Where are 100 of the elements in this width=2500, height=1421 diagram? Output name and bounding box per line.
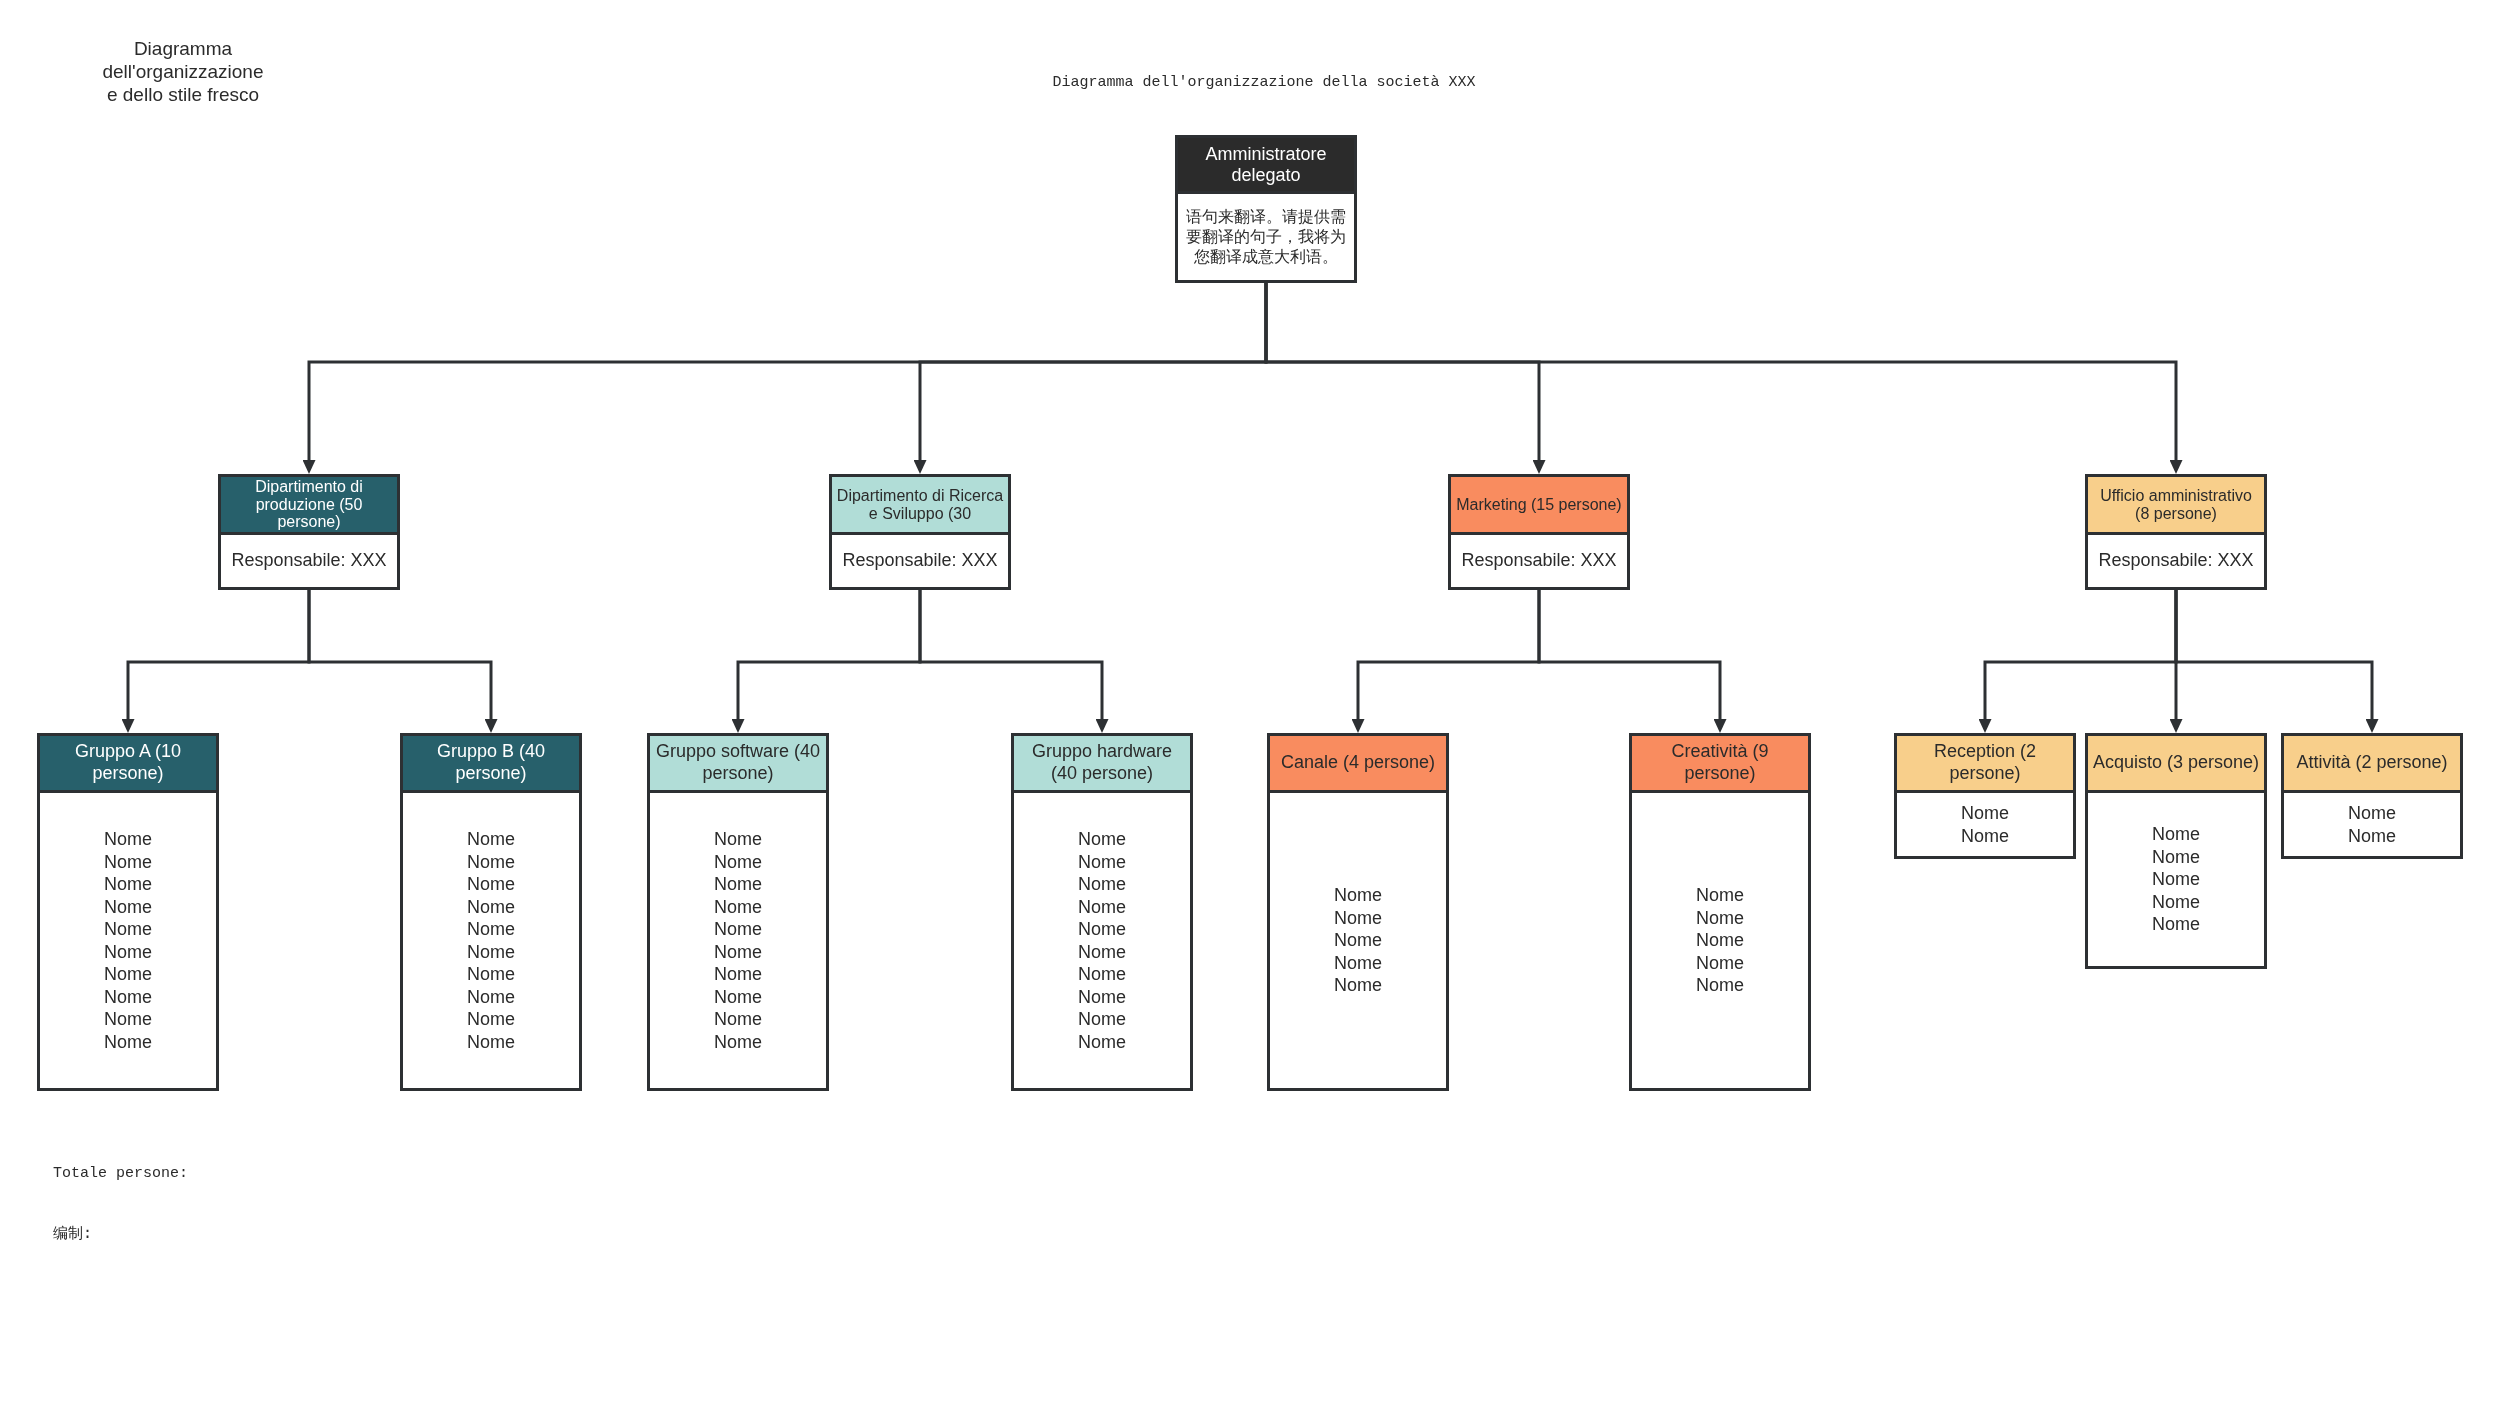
name-text: Nome bbox=[1334, 884, 1382, 907]
name-text: Nome bbox=[714, 918, 762, 941]
name-text: Nome bbox=[1334, 951, 1382, 975]
name-text: Nome bbox=[1078, 940, 1126, 963]
connector-arrow bbox=[1264, 283, 2183, 474]
name-text: Nome bbox=[1078, 963, 1126, 986]
connector-arrow bbox=[1537, 590, 1727, 733]
name-text: Nome bbox=[2152, 845, 2200, 869]
name-text: Nome bbox=[1696, 951, 1744, 975]
box-header: Gruppo A (10 persone) bbox=[40, 736, 216, 793]
name-text: Nome bbox=[104, 963, 152, 986]
name-text: Nome bbox=[1696, 884, 1744, 907]
name-text: Nome bbox=[2152, 868, 2200, 891]
box-header: Acquisto (3 persone) bbox=[2088, 736, 2264, 793]
name-text: Nome bbox=[104, 1008, 152, 1031]
name-text: Nome bbox=[467, 963, 515, 986]
team-box bbox=[1011, 733, 1193, 1091]
name-text: Nome bbox=[467, 1008, 515, 1031]
box-header: Gruppo B (40 persone) bbox=[403, 736, 579, 793]
name-text: Nome bbox=[1961, 802, 2009, 825]
name-text: Nome bbox=[467, 918, 515, 941]
department-box bbox=[218, 474, 400, 590]
name-text: Nome bbox=[1078, 895, 1126, 918]
name-text: Nome bbox=[714, 940, 762, 963]
name-text: Nome bbox=[104, 895, 152, 918]
box-header: Gruppo hardware (40 persone) bbox=[1014, 736, 1190, 793]
name-text: Nome bbox=[1334, 974, 1382, 997]
name-text: Nome bbox=[714, 1030, 762, 1053]
team-box bbox=[1629, 733, 1811, 1091]
name-text: Nome bbox=[714, 850, 762, 873]
name-text: Nome bbox=[1696, 974, 1744, 997]
total-label: Totale persone: bbox=[53, 1165, 189, 1182]
box-header: Amministratore delegato bbox=[1178, 138, 1354, 194]
box-header: Dipartimento di Ricerca e Sviluppo (30 bbox=[832, 477, 1008, 535]
box-header: Ufficio amministrativo (8 persone) bbox=[2088, 477, 2264, 535]
connector-arrow bbox=[307, 590, 498, 733]
name-text: Nome bbox=[467, 828, 515, 851]
connector-arrow bbox=[918, 590, 1109, 733]
team-box bbox=[1894, 733, 2076, 859]
name-text: Nome bbox=[1078, 985, 1126, 1008]
connector-arrow bbox=[2174, 590, 2379, 733]
team-box bbox=[400, 733, 582, 1091]
team-box bbox=[2085, 733, 2267, 969]
department-box bbox=[2085, 474, 2267, 590]
name-text: Nome bbox=[1078, 1008, 1126, 1031]
team-box bbox=[647, 733, 829, 1091]
name-text: Nome bbox=[2348, 802, 2396, 825]
name-text: Nome bbox=[714, 963, 762, 986]
name-text: Nome bbox=[104, 850, 152, 873]
manager-text: Responsabile: XXX bbox=[1461, 550, 1617, 572]
name-text: Nome bbox=[104, 940, 152, 963]
name-text: Nome bbox=[2152, 823, 2200, 846]
description-text: 语句来翻译。请提供需要翻译的句子，我将为您翻译成意大利语。 bbox=[1185, 207, 1347, 267]
name-text: Nome bbox=[1696, 906, 1744, 930]
box-header: Canale (4 persone) bbox=[1270, 736, 1446, 793]
name-text: Nome bbox=[714, 873, 762, 896]
name-text: Nome bbox=[714, 985, 762, 1008]
box-header: Marketing (15 persone) bbox=[1451, 477, 1627, 535]
name-text: Nome bbox=[1078, 850, 1126, 873]
name-text: Nome bbox=[2152, 913, 2200, 936]
box-header: Creatività (9 persone) bbox=[1632, 736, 1808, 793]
name-text: Nome bbox=[1334, 929, 1382, 952]
name-text: Nome bbox=[2348, 824, 2396, 847]
name-text: Nome bbox=[467, 850, 515, 873]
name-text: Nome bbox=[104, 918, 152, 941]
box-header: Gruppo software (40 persone) bbox=[650, 736, 826, 793]
name-text: Nome bbox=[1078, 1030, 1126, 1053]
box-header: Attività (2 persone) bbox=[2284, 736, 2460, 793]
manager-text: Responsabile: XXX bbox=[231, 550, 387, 572]
diagram-title: Diagramma dell'organizzazione della società XXX bbox=[1052, 74, 1476, 91]
name-text: Nome bbox=[104, 873, 152, 896]
name-text: Nome bbox=[714, 828, 762, 851]
name-text: Nome bbox=[1961, 824, 2009, 847]
caption-text: Diagramma dell'organizzazione e dello stile fresco bbox=[101, 38, 265, 107]
name-text: Nome bbox=[1334, 906, 1382, 930]
team-box bbox=[1267, 733, 1449, 1091]
name-text: Nome bbox=[104, 1030, 152, 1053]
name-text: Nome bbox=[104, 985, 152, 1008]
name-text: Nome bbox=[714, 1008, 762, 1031]
name-text: Nome bbox=[1078, 828, 1126, 851]
name-text: Nome bbox=[104, 828, 152, 851]
name-text: Nome bbox=[714, 895, 762, 918]
department-box bbox=[1448, 474, 1630, 590]
compiler-label: 编制: bbox=[53, 1224, 93, 1243]
name-text: Nome bbox=[467, 895, 515, 918]
name-text: Nome bbox=[1078, 918, 1126, 941]
manager-text: Responsabile: XXX bbox=[842, 550, 998, 572]
name-text: Nome bbox=[1078, 873, 1126, 896]
team-box bbox=[2281, 733, 2463, 859]
name-text: Nome bbox=[467, 940, 515, 963]
box-header: Dipartimento di produzione (50 persone) bbox=[221, 477, 397, 535]
manager-text: Responsabile: XXX bbox=[2098, 550, 2254, 572]
role-box bbox=[1175, 135, 1357, 283]
team-box bbox=[37, 733, 219, 1091]
name-text: Nome bbox=[467, 873, 515, 896]
name-text: Nome bbox=[2152, 890, 2200, 914]
name-text: Nome bbox=[467, 1030, 515, 1053]
box-header: Reception (2 persone) bbox=[1897, 736, 2073, 793]
name-text: Nome bbox=[1696, 929, 1744, 952]
department-box bbox=[829, 474, 1011, 590]
